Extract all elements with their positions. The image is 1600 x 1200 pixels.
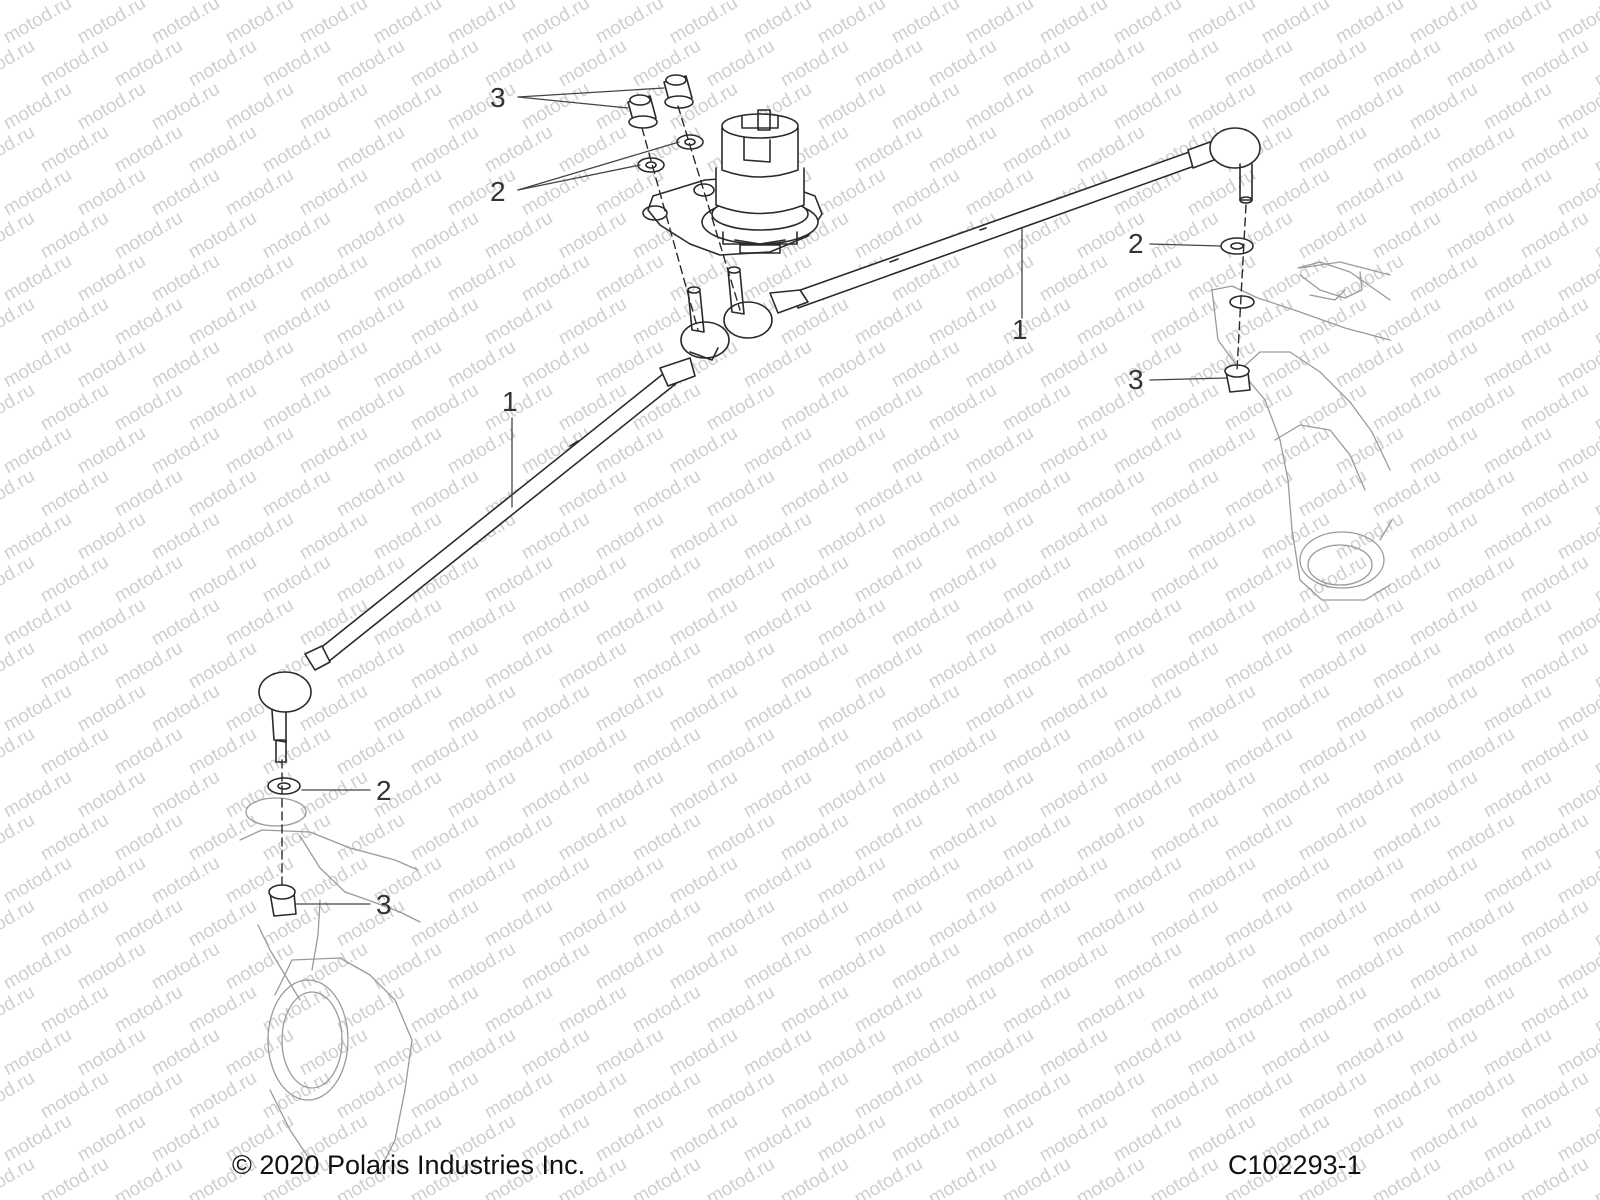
callout-1-left-tie-rod: 1 [502,386,518,417]
right-knuckle-ghost [1211,261,1393,601]
left-washer-nut [267,777,301,917]
assembly-centerlines [281,105,1247,891]
steering-shaft-assembly [642,109,823,256]
callout-2-right-washer: 2 [1128,228,1144,259]
left-knuckle-ghost [239,797,421,1171]
callout-3-bottom-nut: 3 [376,889,392,920]
inner-ball-joints [680,266,773,361]
diagram-code: C102293-1 [1228,1150,1362,1180]
callout-1-right-tie-rod: 1 [1012,314,1028,345]
copyright-notice: © 2020 Polaris Industries Inc. [232,1150,586,1180]
callout-3-top-nuts: 3 [490,82,506,113]
callout-2-top-washers: 2 [490,176,506,207]
right-tie-rod [769,127,1261,314]
left-tie-rod [258,357,696,763]
callout-leaders [295,87,1227,905]
callout-3-right-nut: 3 [1128,364,1144,395]
callout-2-bottom-washer: 2 [376,775,392,806]
top-nuts-washers [627,74,704,173]
